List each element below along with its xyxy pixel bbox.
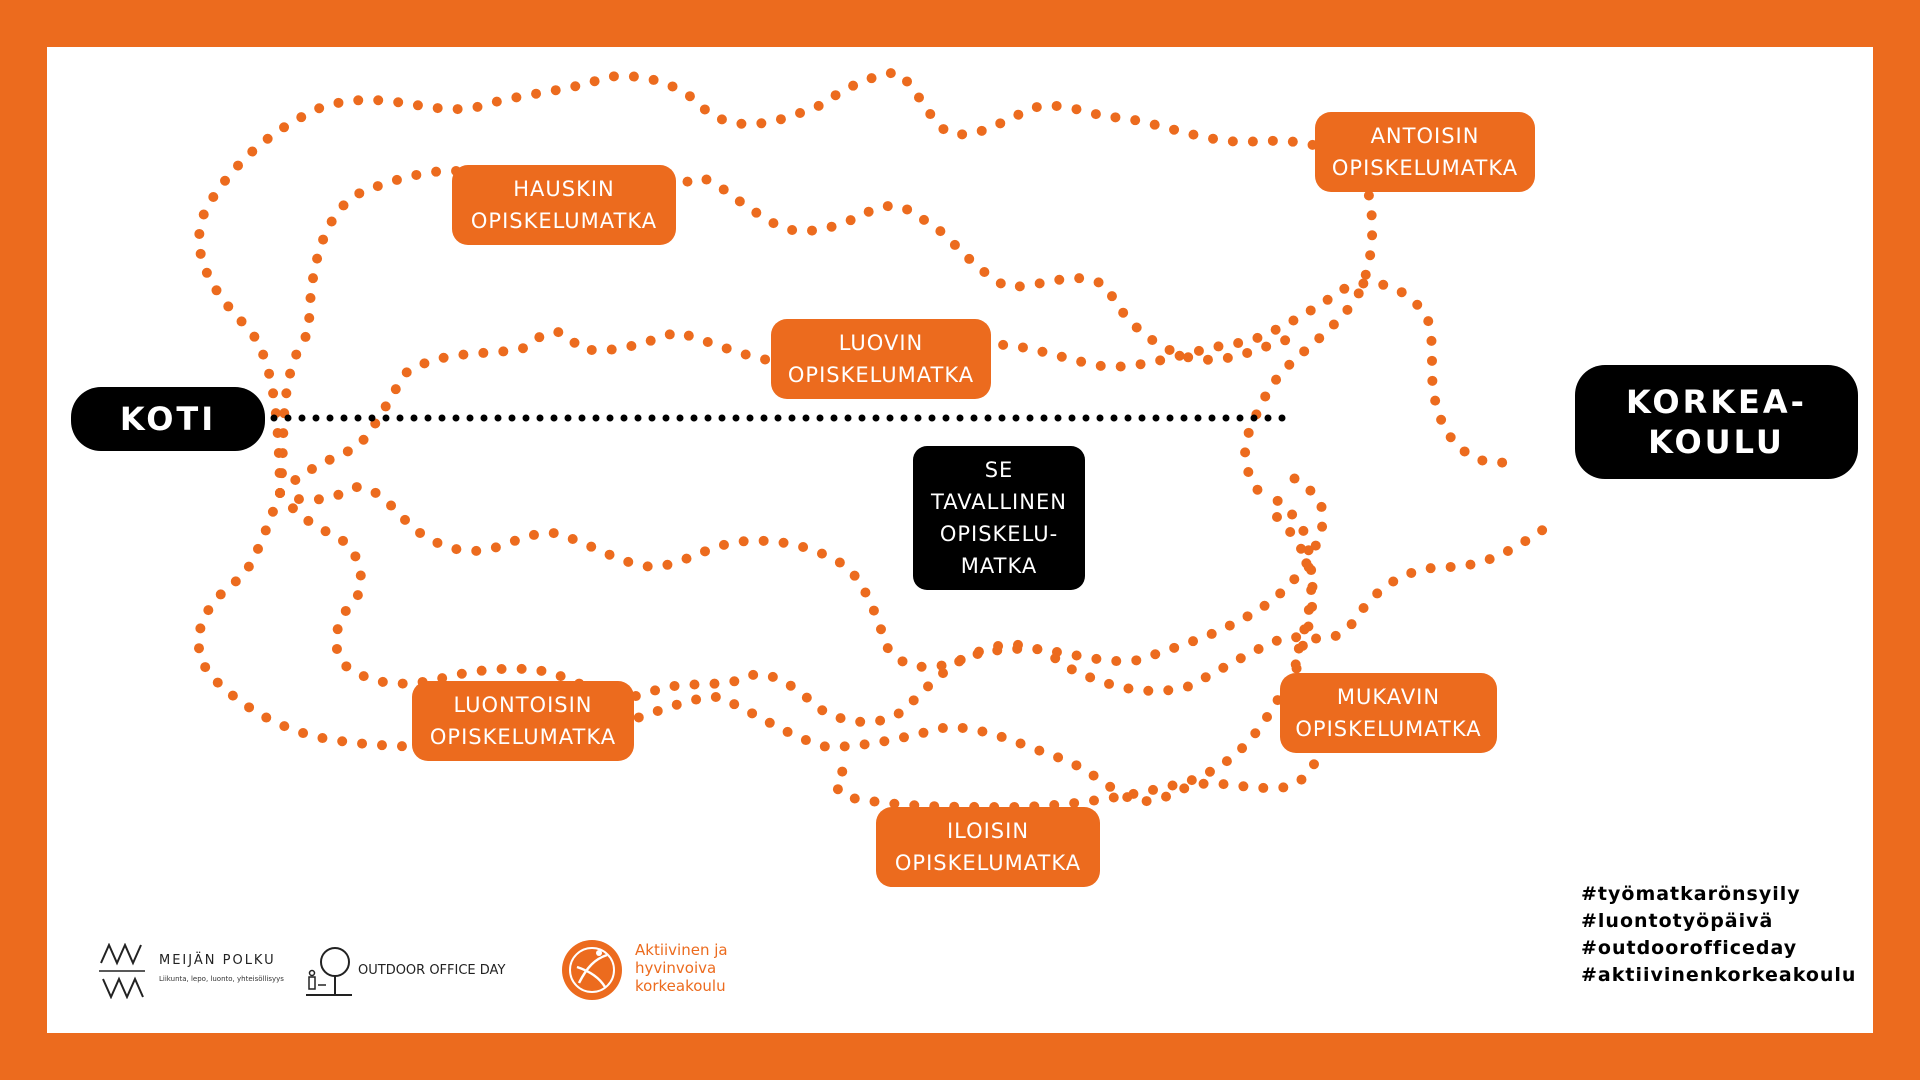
route-label-mukavin: MUKAVIN OPISKELUMATKA bbox=[1280, 673, 1497, 753]
meijan-polku-icon bbox=[99, 943, 145, 999]
node-home-label: KOTI bbox=[119, 400, 217, 438]
node-ordinary-line-3: OPISKELU- bbox=[939, 522, 1059, 546]
route-label-antoisin-line-1: ANTOISIN bbox=[1370, 124, 1480, 148]
route-label-antoisin-line-2: OPISKELUMATKA bbox=[1331, 156, 1519, 180]
node-ordinary-line-2: TAVALLINEN bbox=[931, 490, 1067, 514]
route-label-hauskin-line-1: HAUSKIN bbox=[513, 177, 615, 201]
route-label-luovin-line-1: LUOVIN bbox=[838, 331, 924, 355]
aktiivinen-line-1: Aktiivinen ja bbox=[635, 941, 728, 959]
route-label-hauskin: HAUSKIN OPISKELUMATKA bbox=[452, 165, 676, 245]
meijan-polku-tagline: Liikunta, lepo, luonto, yhteisöllisyys bbox=[159, 975, 284, 983]
node-ordinary-line-4: MATKA bbox=[960, 554, 1038, 578]
node-school: KORKEA- KOULU bbox=[1575, 365, 1858, 479]
aktiivinen-korkeakoulu-icon bbox=[562, 940, 622, 1000]
logo-aktiivinen-korkeakoulu: Aktiivinen ja hyvinvoiva korkeakoulu bbox=[559, 937, 759, 1007]
route-path-iloisin bbox=[193, 488, 1323, 807]
outdoor-office-day-icon bbox=[306, 947, 352, 996]
route-label-luontoisin-line-2: OPISKELUMATKA bbox=[429, 725, 617, 749]
hashtag-4: #aktiivinenkorkeakoulu bbox=[1581, 964, 1857, 986]
diagram-canvas: KOTI KORKEA- KOULU SE TAVALLINEN OPISKEL… bbox=[47, 47, 1873, 1033]
hashtag-2: #luontotyöpäivä bbox=[1581, 910, 1774, 932]
logo-meijan-polku: MEIJÄN POLKU Liikunta, lepo, luonto, yht… bbox=[99, 943, 299, 1003]
route-label-luovin-line-2: OPISKELUMATKA bbox=[787, 363, 975, 387]
route-label-mukavin-line-2: OPISKELUMATKA bbox=[1295, 717, 1482, 741]
route-path-luontoisin bbox=[275, 472, 1329, 727]
hashtag-list: #työmatkarönsyily #luontotyöpäivä #outdo… bbox=[1581, 881, 1856, 989]
aktiivinen-line-3: korkeakoulu bbox=[635, 977, 726, 995]
outdoor-office-day-name: OUTDOOR OFFICE DAY bbox=[358, 963, 506, 978]
route-label-luontoisin-line-1: LUONTOISIN bbox=[453, 693, 593, 717]
hashtag-1: #työmatkarönsyily bbox=[1581, 883, 1801, 905]
route-path-long-return bbox=[831, 512, 1318, 813]
logo-outdoor-office-day: OUTDOOR OFFICE DAY bbox=[304, 945, 544, 997]
route-label-mukavin-line-1: MUKAVIN bbox=[1336, 685, 1441, 709]
route-label-iloisin: ILOISIN OPISKELUMATKA bbox=[876, 807, 1100, 887]
route-label-iloisin-line-1: ILOISIN bbox=[946, 819, 1030, 843]
route-path-antoisin bbox=[194, 66, 1378, 498]
route-label-luovin: LUOVIN OPISKELUMATKA bbox=[771, 319, 991, 399]
node-school-line-2: KOULU bbox=[1648, 423, 1785, 461]
meijan-polku-name: MEIJÄN POLKU bbox=[159, 953, 276, 968]
route-label-iloisin-line-2: OPISKELUMATKA bbox=[894, 851, 1082, 875]
route-label-antoisin: ANTOISIN OPISKELUMATKA bbox=[1315, 112, 1535, 192]
node-ordinary: SE TAVALLINEN OPISKELU- MATKA bbox=[913, 446, 1085, 590]
route-label-hauskin-line-2: OPISKELUMATKA bbox=[470, 209, 658, 233]
node-home: KOTI bbox=[71, 387, 265, 451]
hashtag-3: #outdoorofficeday bbox=[1581, 937, 1798, 959]
node-ordinary-line-1: SE bbox=[984, 458, 1014, 482]
node-school-line-1: KORKEA- bbox=[1626, 383, 1807, 421]
route-label-luontoisin: LUONTOISIN OPISKELUMATKA bbox=[412, 681, 634, 761]
aktiivinen-line-2: hyvinvoiva bbox=[635, 959, 717, 977]
route-path-mukavin bbox=[275, 481, 1552, 696]
